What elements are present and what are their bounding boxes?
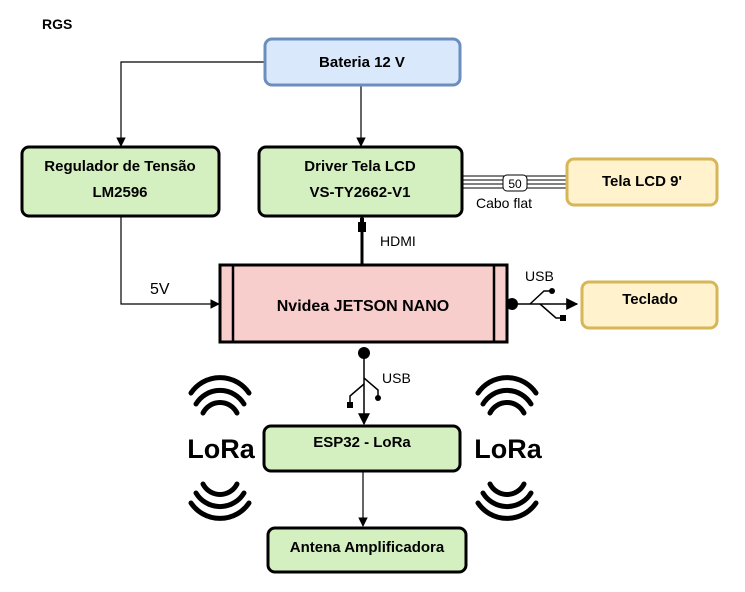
jetson-label: Nvidea JETSON NANO (277, 298, 449, 315)
flat-cable (461, 174, 567, 192)
usb-keyboard-icon (506, 288, 579, 321)
diagram-title: RGS (42, 16, 72, 32)
hdmi-label: HDMI (380, 233, 416, 249)
power-label: 5V (150, 281, 170, 298)
esp32-label: ESP32 - LoRa (313, 434, 411, 451)
usb-esp32-label: USB (382, 370, 411, 386)
regulator-block: Regulador de Tensão LM2596 (20, 145, 221, 218)
driver-block: Driver Tela LCD VS-TY2662-V1 (257, 145, 464, 218)
lora-right-label: LoRa (474, 434, 542, 464)
battery-label: Bateria 12 V (319, 54, 405, 71)
lora-left-signal-icon (188, 375, 252, 521)
usb-keyboard-label: USB (525, 268, 554, 284)
driver-name: Driver Tela LCD (304, 158, 416, 175)
flat-cable-count: 50 (508, 177, 522, 191)
lora-left-label: LoRa (187, 434, 255, 464)
driver-model: VS-TY2662-V1 (310, 184, 411, 201)
antenna-label: Antena Amplificadora (290, 539, 445, 556)
lora-right-signal-icon (475, 375, 539, 521)
esp32-block: ESP32 - LoRa (262, 424, 462, 473)
hdmi-connector-icon (358, 217, 366, 264)
battery-block: Bateria 12 V (263, 37, 462, 87)
keyboard-block: Teclado (580, 280, 719, 330)
screen-block: Tela LCD 9' (565, 157, 719, 207)
screen-label: Tela LCD 9' (602, 173, 682, 190)
regulator-name: Regulador de Tensão (44, 158, 195, 175)
keyboard-label: Teclado (622, 291, 678, 308)
usb-esp32-icon (347, 347, 381, 426)
antenna-block: Antena Amplificadora (266, 526, 468, 574)
jetson-block: Nvidea JETSON NANO (218, 263, 509, 344)
flat-cable-label: Cabo flat (476, 195, 532, 211)
regulator-to-jetson-wire (120, 217, 220, 309)
regulator-model: LM2596 (92, 184, 147, 201)
battery-to-regulator-wire (116, 61, 265, 147)
